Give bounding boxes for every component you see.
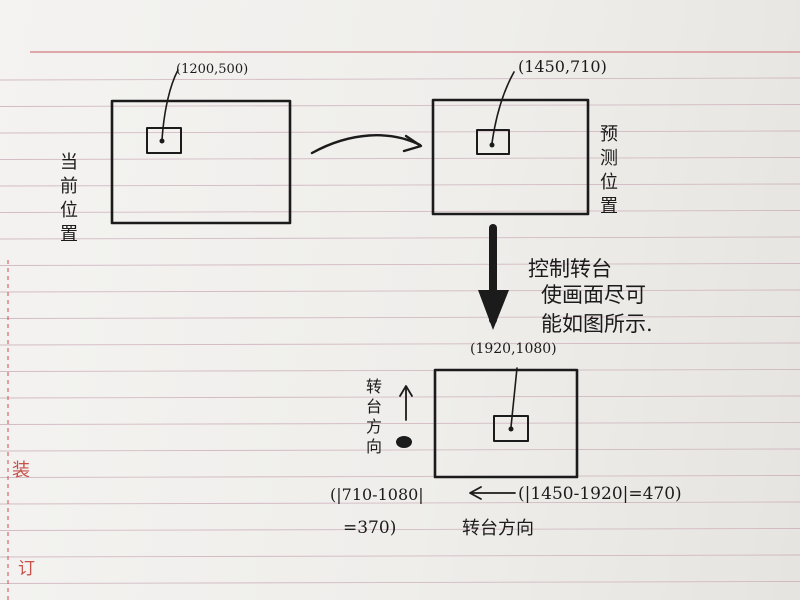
transition-arrow — [310, 134, 422, 155]
centered-target-dot — [508, 426, 514, 432]
control-note-line-3: 能如图所示. — [541, 312, 653, 336]
current-leader-line — [161, 69, 179, 141]
rule-line — [0, 263, 800, 266]
rule-line — [0, 554, 800, 558]
rule-line — [0, 528, 800, 531]
rule-line — [0, 130, 800, 134]
predicted-frame — [431, 98, 590, 216]
rule-line — [0, 448, 800, 452]
control-note-line-1: 控制转台 — [528, 257, 612, 281]
vertical-formula-line-2: =370) — [343, 518, 396, 538]
rule-line — [0, 104, 800, 107]
rule-line — [0, 183, 800, 187]
scribble-blot — [396, 436, 412, 448]
horizontal-formula: (|1450-1920|=470) — [518, 484, 682, 504]
centered-frame — [433, 368, 579, 479]
center-coord: (1920,1080) — [470, 341, 557, 357]
rule-line — [0, 210, 800, 213]
vertical-direction-label: 转台方向 — [366, 377, 382, 456]
centered-target-box — [493, 415, 529, 442]
rule-line — [0, 289, 800, 293]
centered-leader-line — [510, 367, 518, 428]
rule-line — [0, 77, 800, 81]
rule-line — [0, 581, 800, 584]
predicted-position-label: 预测位置 — [600, 124, 618, 217]
vertical-arrow-up-icon — [399, 385, 413, 397]
rule-line — [0, 369, 800, 372]
current-target-dot — [159, 138, 165, 144]
margin-char-bind: 装 — [12, 460, 30, 481]
rule-line — [0, 475, 800, 478]
rule-line — [0, 422, 800, 425]
rule-line — [0, 316, 800, 319]
rule-line — [0, 501, 800, 505]
predicted-target-box — [476, 129, 510, 155]
current-coord: (1200,500) — [176, 62, 248, 77]
predicted-target-dot — [489, 142, 495, 148]
horizontal-direction-label: 转台方向 — [462, 518, 534, 539]
margin-char-order: 订 — [18, 559, 35, 579]
rule-line — [0, 342, 800, 346]
vertical-formula-line-1: (|710-1080| — [330, 485, 424, 504]
transition-arrowhead — [402, 134, 423, 153]
ruled-lines — [0, 77, 800, 584]
current-frame — [110, 99, 292, 225]
horizontal-arrow-left-icon — [469, 486, 482, 500]
predicted-leader-line — [491, 71, 515, 144]
control-note-line-2: 使画面尽可 — [541, 283, 646, 307]
current-target-box — [146, 127, 182, 154]
rule-line — [0, 157, 800, 160]
current-position-label: 当前位置 — [60, 152, 78, 245]
down-arrowhead — [478, 290, 509, 330]
rule-line — [0, 236, 800, 240]
predicted-coord: (1450,710) — [518, 57, 607, 76]
rule-line — [0, 395, 800, 399]
